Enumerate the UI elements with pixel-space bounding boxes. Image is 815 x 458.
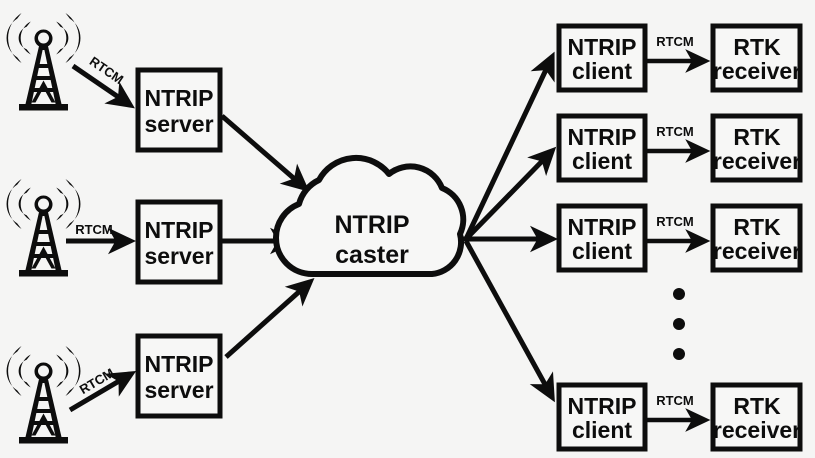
link-caster-to-client-1 (463, 51, 555, 241)
ntrip-client-label-4-line1: NTRIP (568, 393, 637, 419)
radio-tower-icon (6, 179, 81, 277)
link-label-rtcm-source-2: RTCM (75, 222, 113, 237)
link-label-rtcm-client-4: RTCM (656, 393, 694, 408)
ntrip-client-box-2[interactable] (556, 113, 648, 183)
ntrip-caster-label-line2: caster (335, 241, 409, 269)
ntrip-server-label-3-line2: server (144, 377, 213, 403)
ntrip-server-box-3[interactable] (135, 333, 223, 419)
link-tower3-to-server3 (68, 370, 137, 413)
ntrip-client-label-1-line1: NTRIP (568, 34, 637, 60)
ntrip-client-box-3[interactable] (556, 203, 648, 273)
link-caster-to-client-2 (464, 146, 557, 241)
link-server1-to-caster (220, 114, 310, 192)
ntrip-client-label-3-line1: NTRIP (568, 214, 637, 240)
rtk-receiver-label-4-line2: receiver (713, 417, 801, 443)
rtk-receiver-node-2[interactable]: RTK receiver (710, 113, 803, 183)
ntrip-server-box-1[interactable] (135, 67, 223, 153)
link-server3-to-caster (224, 278, 315, 359)
ntrip-client-label-3-line2: client (572, 238, 632, 264)
rtk-receiver-box-3[interactable] (710, 203, 803, 273)
rtk-receiver-node-1[interactable]: RTK receiver (710, 23, 803, 93)
ntrip-server-node-2[interactable]: NTRIP server (135, 199, 223, 285)
rtk-receiver-label-2-line1: RTK (733, 124, 781, 150)
ntrip-caster-label-line1: NTRIP (335, 211, 410, 239)
ntrip-client-label-1-line2: client (572, 58, 632, 84)
rtk-receiver-box-2[interactable] (710, 113, 803, 183)
ntrip-server-label-2-line1: NTRIP (145, 217, 214, 243)
ntrip-client-label-2-line2: client (572, 148, 632, 174)
rtk-receiver-label-3-line1: RTK (733, 214, 781, 240)
ellipsis-dot-2 (673, 318, 685, 330)
radio-tower-icon (6, 346, 81, 444)
ellipsis-dot-1 (673, 288, 685, 300)
ntrip-client-node-2[interactable]: NTRIP client (556, 113, 648, 183)
ntrip-client-node-4[interactable]: NTRIP client (556, 382, 648, 452)
link-label-rtcm-client-1: RTCM (656, 34, 694, 49)
link-label-rtcm-client-3: RTCM (656, 214, 694, 229)
rtk-receiver-label-4-line1: RTK (733, 393, 781, 419)
rtk-receiver-box-4[interactable] (710, 382, 803, 452)
ntrip-server-label-1-line1: NTRIP (145, 85, 214, 111)
rtk-receiver-label-2-line2: receiver (713, 148, 801, 174)
rtk-receiver-label-1-line1: RTK (733, 34, 781, 60)
ntrip-server-label-2-line2: server (144, 243, 213, 269)
rtk-receiver-node-3[interactable]: RTK receiver (710, 203, 803, 273)
link-caster-to-client-4 (463, 239, 555, 403)
link-label-rtcm-client-2: RTCM (656, 124, 694, 139)
ntrip-client-box-4[interactable] (556, 382, 648, 452)
ntrip-caster-node[interactable]: NTRIP caster (272, 154, 467, 277)
ntrip-client-node-3[interactable]: NTRIP client (556, 203, 648, 273)
ellipsis-dot-3 (673, 348, 685, 360)
rtk-receiver-label-1-line2: receiver (713, 58, 801, 84)
ntrip-server-node-3[interactable]: NTRIP server (135, 333, 223, 419)
rtk-receiver-node-4[interactable]: RTK receiver (710, 382, 803, 452)
ntrip-client-label-4-line2: client (572, 417, 632, 443)
rtk-receiver-label-3-line2: receiver (713, 238, 801, 264)
ntrip-client-label-2-line1: NTRIP (568, 124, 637, 150)
caster-cloud-shape[interactable] (272, 154, 467, 277)
vertical-ellipsis (673, 288, 685, 360)
link-tower1-to-server1 (71, 63, 135, 109)
ntrip-server-label-1-line2: server (144, 111, 213, 137)
rtk-receiver-box-1[interactable] (710, 23, 803, 93)
ntrip-server-node-1[interactable]: NTRIP server (135, 67, 223, 153)
ntrip-client-node-1[interactable]: NTRIP client (556, 23, 648, 93)
radio-tower-icon (6, 13, 81, 111)
ntrip-client-box-1[interactable] (556, 23, 648, 93)
ntrip-server-label-3-line1: NTRIP (145, 351, 214, 377)
ntrip-server-box-2[interactable] (135, 199, 223, 285)
